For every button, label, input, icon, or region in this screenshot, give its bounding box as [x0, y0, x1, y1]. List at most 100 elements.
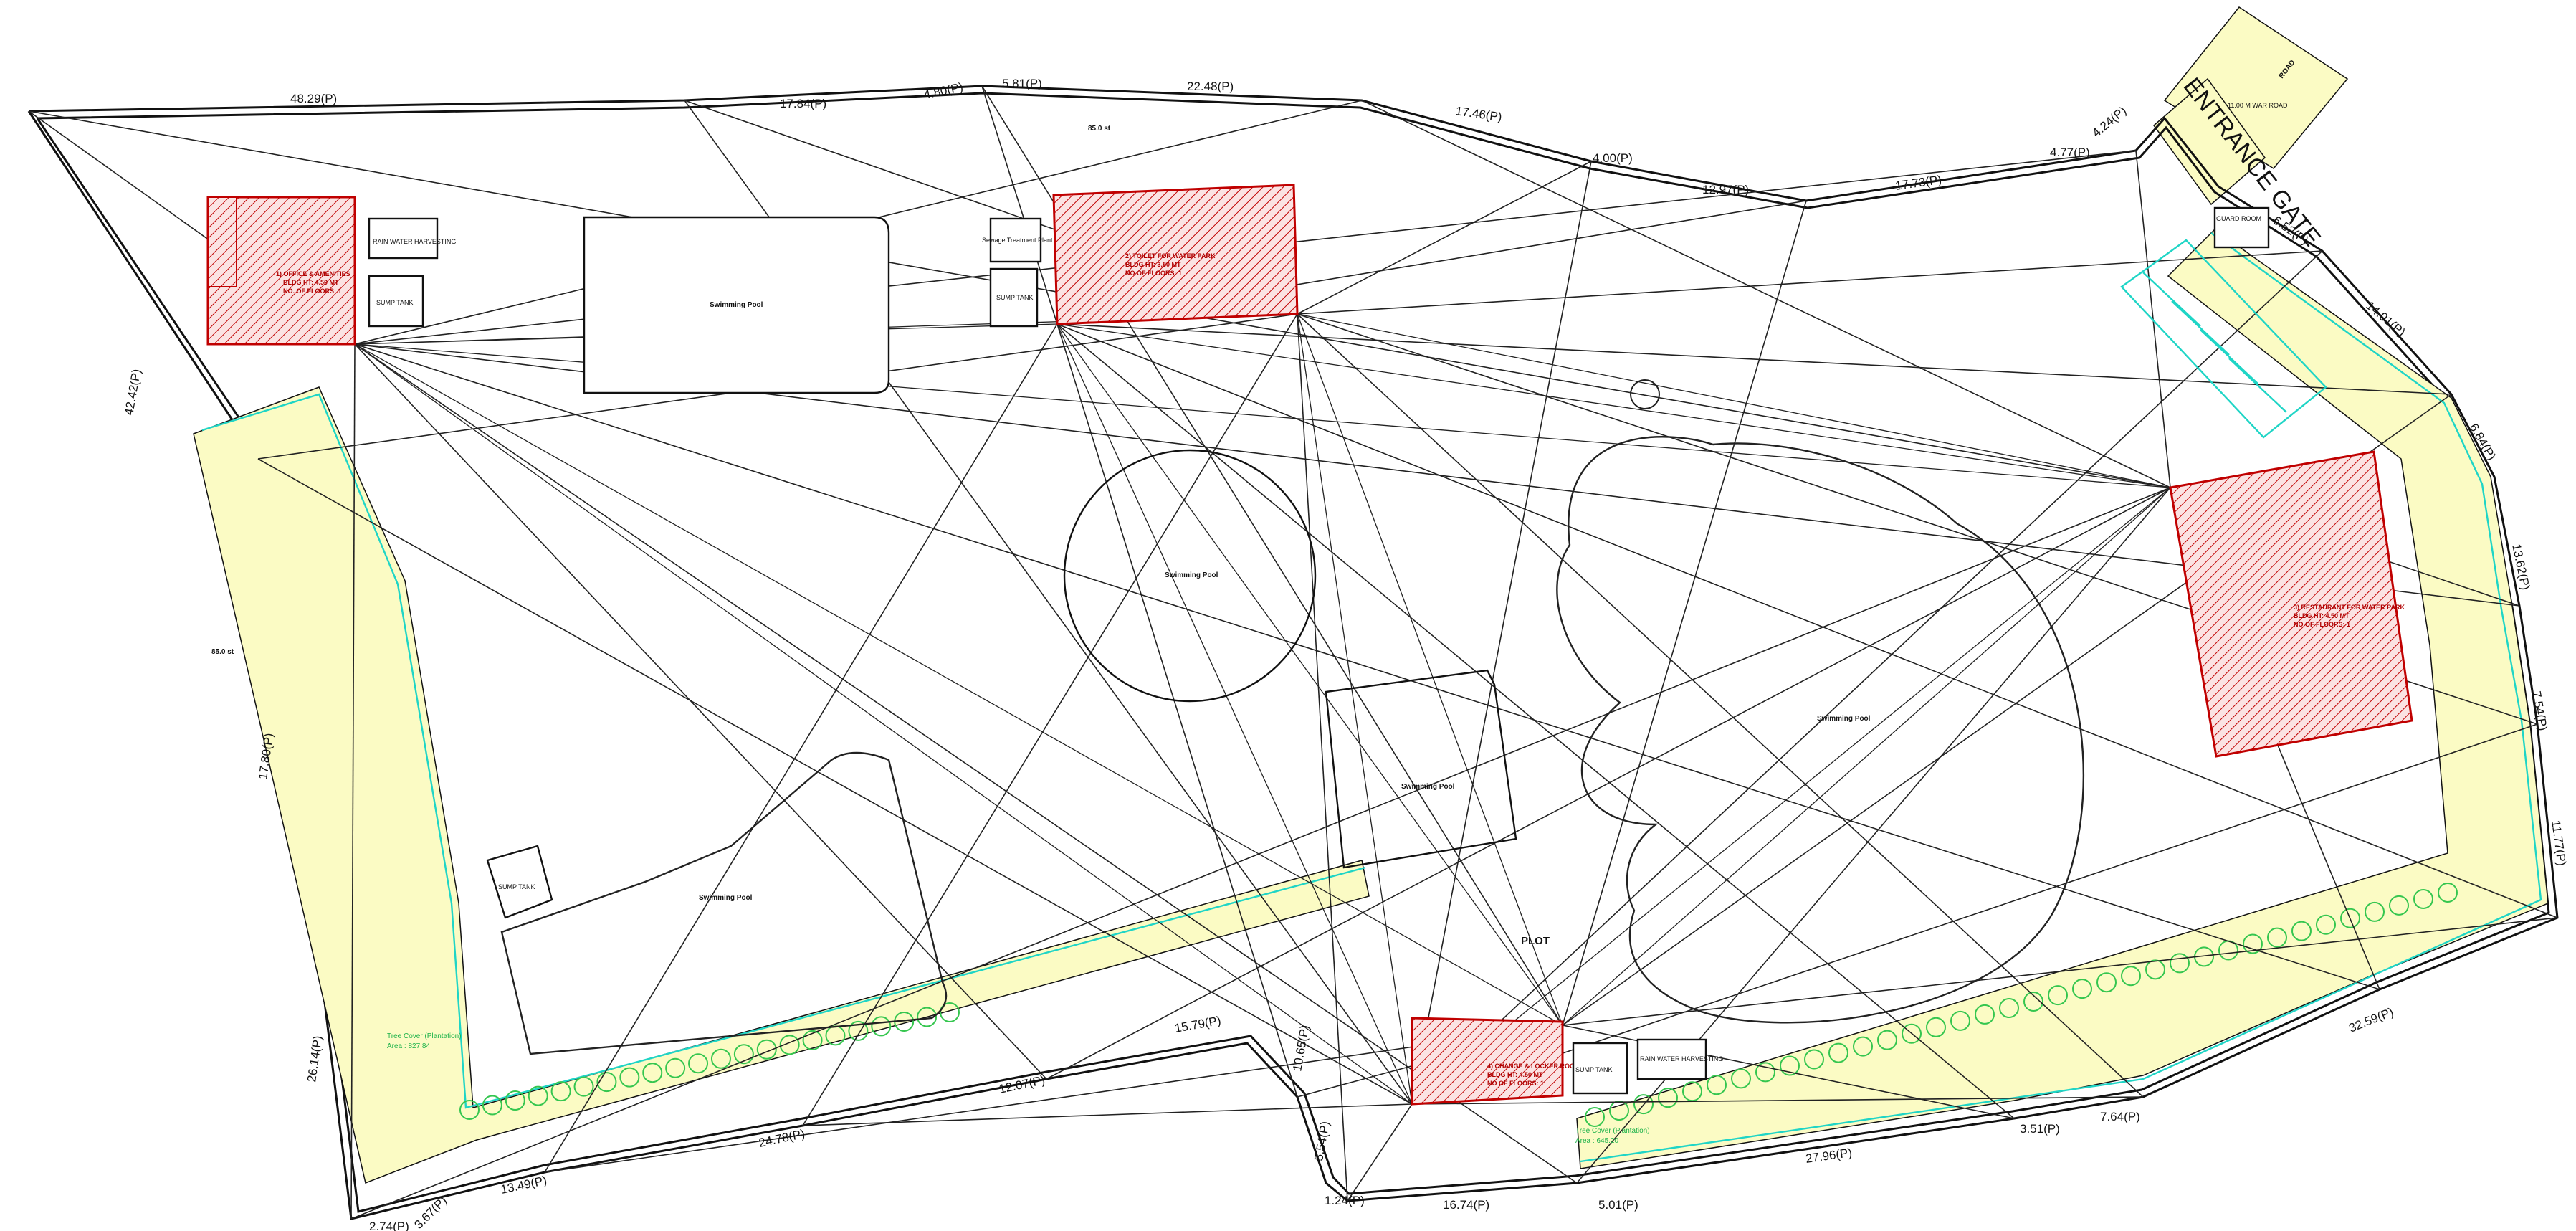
survey-line	[1056, 323, 1413, 1105]
survey-line	[350, 487, 2171, 1220]
dim-bottom-15: 2.74(P)	[369, 1220, 409, 1231]
tree-icon	[482, 1095, 502, 1116]
tree-icon	[1999, 997, 2019, 1018]
survey-line	[1297, 313, 1348, 1202]
tree-icon	[2413, 888, 2433, 909]
dim-bottom-9: 10.65(P)	[1290, 1024, 1312, 1073]
tree-icon	[848, 1020, 869, 1041]
tree-cover-left-label: Tree Cover (Plantation)	[387, 1032, 462, 1040]
parking-stalls	[2120, 239, 2327, 439]
tree-icon	[1707, 1075, 1727, 1095]
tree-cover-right-label: Tree Cover (Plantation)	[1575, 1127, 1650, 1135]
building-office-line-2: BLDG HT: 4.50 MT	[283, 279, 339, 286]
tree-icon	[528, 1085, 548, 1106]
survey-line	[1562, 917, 2558, 1026]
tree-icon	[1609, 1101, 1629, 1121]
building-toilet: 2) TOILET FOR WATER PARK BLDG HT: 3.50 M…	[1052, 184, 1299, 325]
sump-top-label: SUMP TANK	[376, 299, 414, 306]
road-width-label: 11.00 M WAR ROAD	[2228, 102, 2288, 109]
guard-room-label: GUARD ROOM	[2216, 215, 2261, 222]
survey-line	[1361, 100, 2171, 488]
building-toilet-line-2: BLDG HT: 3.50 MT	[1125, 261, 1181, 268]
tree-icon	[1658, 1088, 1678, 1108]
tree-icon	[1633, 1094, 1654, 1115]
survey-line	[1056, 323, 2015, 1119]
building-toilet-line-1: 2) TOILET FOR WATER PARK	[1125, 252, 1216, 260]
dim-top-7: 4.00(P)	[1593, 151, 1633, 165]
survey-line	[1411, 487, 2171, 1105]
tree-icon	[1926, 1017, 1946, 1037]
tree-icon	[2121, 966, 2141, 987]
dim-bottom-2: 7.64(P)	[2100, 1110, 2140, 1123]
tree-icon	[710, 1048, 731, 1069]
dim-top-6: 17.46(P)	[1454, 104, 1502, 124]
tree-icon	[2096, 972, 2117, 993]
dim-bottom-5: 5.01(P)	[1598, 1198, 1638, 1212]
tree-icon	[1853, 1036, 1873, 1057]
survey-line	[1347, 1103, 1413, 1202]
tree-icon	[505, 1090, 525, 1111]
tree-icon	[802, 1030, 823, 1050]
tree-icon	[871, 1016, 892, 1037]
survey-line	[1056, 323, 1298, 1098]
tree-icon	[688, 1053, 709, 1074]
dim-bottom-3: 3.51(P)	[2020, 1122, 2060, 1136]
sump-left-label: SUMP TANK	[498, 883, 535, 890]
buildings: 1) OFFICE & AMENITIES BLDG HT: 4.50 MT N…	[206, 184, 2413, 1106]
survey-line	[1297, 313, 2144, 1098]
tree-icon	[550, 1081, 571, 1102]
tree-icon	[2145, 959, 2165, 980]
survey-line	[257, 458, 1413, 1105]
tree-icon	[1975, 1004, 1995, 1025]
survey-line	[802, 313, 1298, 1126]
tree-icon	[1828, 1042, 1848, 1063]
tree-icon	[2072, 979, 2092, 999]
survey-line	[981, 85, 1058, 325]
tree-icon	[2438, 883, 2458, 903]
building-restaurant-line-3: NO OF FLOORS: 1	[2294, 621, 2350, 628]
survey-line	[354, 343, 1047, 1080]
pool-center-label: Swimming Pool	[1401, 783, 1455, 791]
survey-line	[1297, 161, 1592, 315]
tree-icon	[459, 1100, 480, 1120]
sump-bottom-label: SUMP TANK	[1575, 1066, 1613, 1073]
tree-icon	[619, 1067, 640, 1088]
stp-label: Sewage Treatment Plant	[982, 237, 1053, 244]
tree-icon	[665, 1057, 686, 1078]
survey-line	[354, 343, 1413, 1105]
survey-line	[1562, 200, 1807, 1026]
tree-row-left	[459, 1002, 960, 1120]
tree-icon	[940, 1002, 960, 1022]
tree-icon	[2365, 901, 2385, 922]
survey-line	[1046, 487, 2171, 1080]
tree-icon	[573, 1076, 594, 1097]
tree-icon	[1731, 1068, 1751, 1089]
tree-icon	[2170, 953, 2190, 974]
tree-icon	[2291, 921, 2312, 941]
survey-line	[1411, 1096, 2144, 1105]
survey-line	[1056, 323, 2558, 918]
tree-icon	[1755, 1062, 1775, 1083]
survey-line	[354, 343, 2380, 990]
rwh-bottom-label: RAIN WATER HARVESTING	[1640, 1055, 1723, 1063]
dim-top-3: 4.80(P)	[922, 80, 964, 102]
dim-top-5: 22.48(P)	[1187, 80, 1234, 93]
survey-line	[1411, 723, 2538, 1105]
survey-line	[802, 1103, 1413, 1126]
building-restaurant-line-2: BLDG HT: 4.50 MT	[2294, 612, 2350, 619]
tree-cover-zones	[193, 229, 2549, 1184]
survey-line	[1297, 313, 1563, 1026]
tree-icon	[596, 1072, 617, 1093]
survey-line	[1411, 161, 1592, 1105]
survey-line	[1056, 323, 1563, 1026]
tree-icon	[779, 1035, 800, 1055]
survey-line	[544, 323, 1058, 1173]
dim-top-10: 4.77(P)	[2050, 146, 2090, 159]
tree-icon	[1902, 1023, 1922, 1044]
tree-icon	[2267, 927, 2287, 948]
dim-left-3: 26.14(P)	[305, 1035, 325, 1083]
pool-lower-left-label: Swimming Pool	[699, 894, 753, 902]
tree-icon	[1682, 1081, 1702, 1102]
survey-line	[544, 1025, 1563, 1173]
survey-line	[354, 343, 1563, 1026]
